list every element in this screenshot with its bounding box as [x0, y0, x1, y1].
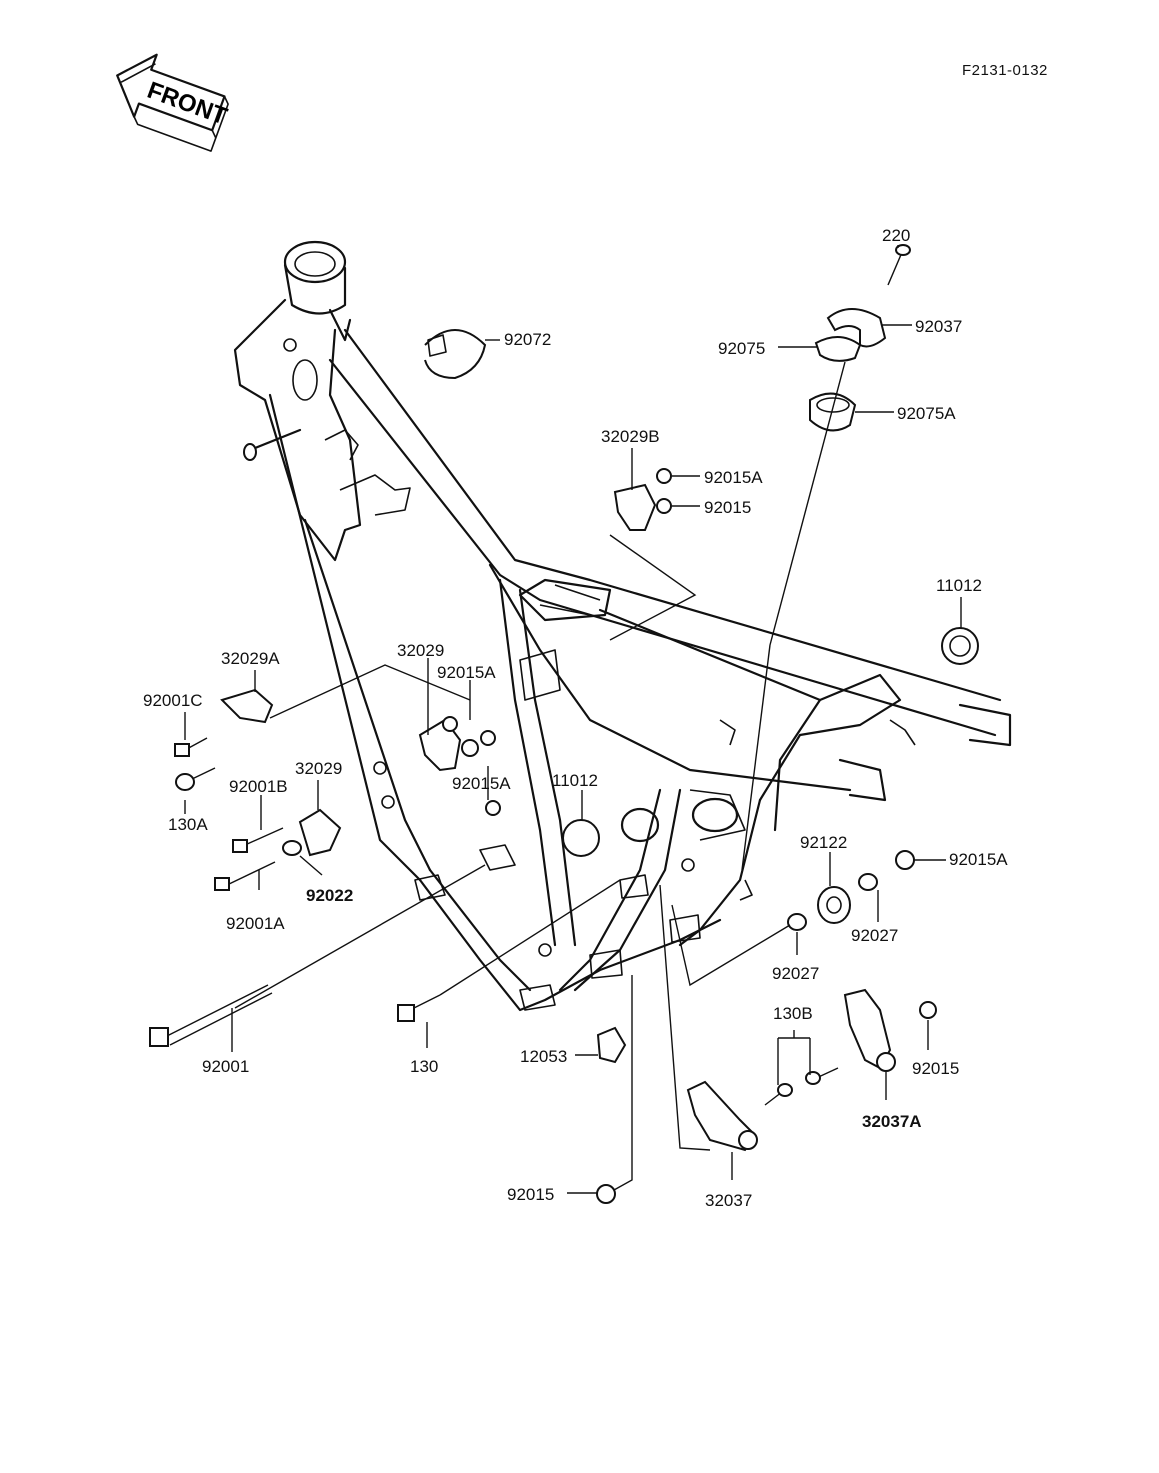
- callout-92015a-top: 92015A: [704, 468, 763, 487]
- callout-32029a: 32029A: [221, 649, 280, 668]
- callout-92022: 92022: [306, 886, 354, 905]
- callout-92015a-mid2: 92015A: [452, 774, 511, 793]
- front-arrow-icon: FRONT: [116, 53, 231, 152]
- callout-92075a: 92075A: [897, 404, 956, 423]
- callout-92015a-right: 92015A: [949, 850, 1008, 869]
- callout-11012-center: 11012: [552, 771, 599, 790]
- callout-92015a-mid1: 92015A: [437, 663, 496, 682]
- callout-32029-mid: 32029: [397, 641, 445, 660]
- callout-11012-right: 11012: [936, 576, 983, 595]
- callout-220: 220: [882, 226, 911, 245]
- callout-92072: 92072: [504, 330, 552, 349]
- drawing-number: F2131-0132: [962, 62, 1048, 79]
- callout-92027-center: 92027: [772, 964, 820, 983]
- callout-92001a: 92001A: [226, 914, 285, 933]
- callout-92001: 92001: [202, 1057, 250, 1076]
- callout-32029-left: 32029: [295, 759, 343, 778]
- callout-92075: 92075: [718, 339, 766, 358]
- callout-130b: 130B: [773, 1004, 813, 1023]
- callout-92027-right: 92027: [851, 926, 899, 945]
- callout-92001c: 92001C: [143, 691, 203, 710]
- front-label: FRONT: [144, 77, 231, 131]
- callout-32029b: 32029B: [601, 427, 660, 446]
- callout-92015-top: 92015: [704, 498, 752, 517]
- loose-parts: [149, 244, 979, 1204]
- callout-32037: 32037: [705, 1191, 753, 1210]
- callout-92037: 92037: [915, 317, 963, 336]
- callout-92122: 92122: [800, 833, 848, 852]
- callout-32037a: 32037A: [862, 1112, 922, 1131]
- callout-92015-bottom: 92015: [507, 1185, 555, 1204]
- callout-130a: 130A: [168, 815, 208, 834]
- callout-92015-right: 92015: [912, 1059, 960, 1078]
- leader-lines: [184, 245, 962, 1194]
- callout-12053: 12053: [520, 1047, 568, 1066]
- callout-130: 130: [410, 1057, 439, 1076]
- callout-92001b: 92001B: [229, 777, 288, 796]
